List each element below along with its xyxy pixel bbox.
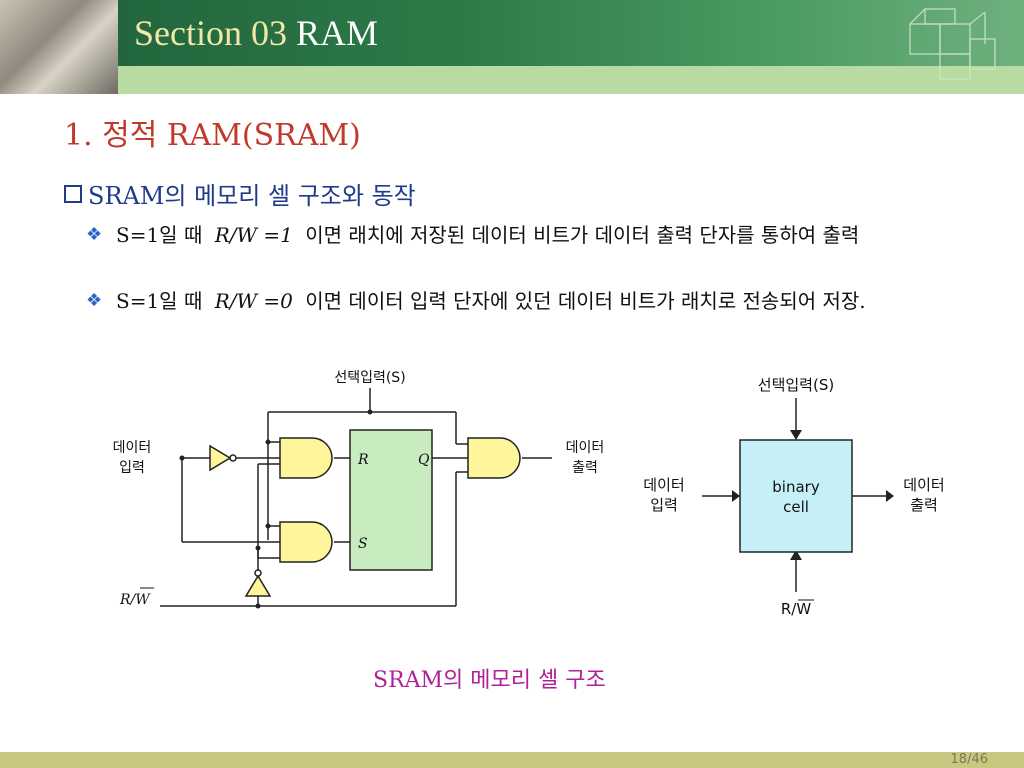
- sub-bullet-2: ❖ S=1일 때 R/W =0 이면 데이터 입력 단자에 있던 데이터 비트가…: [86, 286, 981, 316]
- page-title: Section 03 RAM: [134, 12, 378, 54]
- binary-cell-label-1: binary: [772, 478, 820, 496]
- sub-bullet-2-formula: R/W =0: [214, 289, 293, 313]
- and-gate-bottom: [279, 521, 333, 563]
- header-bar: [0, 0, 1024, 66]
- latch-s-label: S: [358, 536, 368, 552]
- section-topic: RAM: [295, 13, 379, 53]
- binary-cell-diagram: binary cell 선택입력(S) 데이터 입력 데이터 출력 R/W: [643, 376, 944, 618]
- bullet-main-text: SRAM의 메모리 셀 구조와 동작: [88, 182, 416, 210]
- and-gate-top: [279, 437, 333, 479]
- block-data-in-2: 입력: [650, 496, 678, 514]
- circuit-data-in-2: 입력: [119, 460, 145, 476]
- section-label: Section 03: [134, 13, 287, 53]
- diamond-bullet-icon: ❖: [86, 224, 103, 245]
- and-gate-output: [467, 437, 521, 479]
- square-bullet-icon: [64, 185, 82, 203]
- sub-bullet-1: ❖ S=1일 때 R/W =1 이면 래치에 저장된 데이터 비트가 데이터 출…: [86, 220, 981, 250]
- sub-bullet-1-prefix: S=1일 때: [116, 223, 203, 247]
- circuit-data-in-1: 데이터: [113, 440, 152, 456]
- figure-caption: SRAM의 메모리 셀 구조: [373, 668, 606, 693]
- sub-bullet-2-text: 이면 데이터 입력 단자에 있던 데이터 비트가 래치로 전송되어 저장.: [305, 289, 866, 313]
- not-gate-rw: [244, 574, 272, 597]
- latch-r-label: R: [357, 452, 369, 468]
- slide-heading: 1. 정적 RAM(SRAM): [64, 118, 361, 153]
- sub-bullet-1-formula: R/W =1: [214, 223, 293, 247]
- latch-box: [349, 429, 433, 571]
- sram-circuit-diagram: R S Q 선택입력(S) 데이터 입력 데이터 출력 R/W: [113, 370, 605, 609]
- block-data-in-1: 데이터: [643, 476, 684, 494]
- block-data-out-1: 데이터: [903, 476, 944, 494]
- header-cube-icon: [909, 8, 996, 80]
- sub-bullet-1-text: 이면 래치에 저장된 데이터 비트가 데이터 출력 단자를 통하여 출력: [305, 223, 860, 247]
- block-data-out-2: 출력: [910, 496, 938, 514]
- page-number: 18/46: [950, 752, 988, 767]
- circuit-data-out-2: 출력: [572, 460, 598, 476]
- header-photo: [0, 0, 118, 94]
- binary-cell-box: [739, 439, 853, 553]
- not-gate: [209, 444, 232, 472]
- circuit-select-label: 선택입력(S): [334, 370, 405, 386]
- sub-bullet-2-prefix: S=1일 때: [116, 289, 203, 313]
- diamond-bullet-icon: ❖: [86, 290, 103, 311]
- block-select-label: 선택입력(S): [758, 376, 834, 394]
- header-strip: [0, 66, 1024, 94]
- block-rw-label: R/W: [781, 600, 811, 618]
- binary-cell-label-2: cell: [783, 498, 809, 516]
- bullet-main: SRAM의 메모리 셀 구조와 동작: [64, 176, 416, 211]
- circuit-data-out-1: 데이터: [566, 440, 605, 456]
- latch-q-label: Q: [418, 452, 430, 468]
- footer-bar: [0, 752, 1024, 768]
- circuit-rw-label: R/W: [119, 592, 151, 608]
